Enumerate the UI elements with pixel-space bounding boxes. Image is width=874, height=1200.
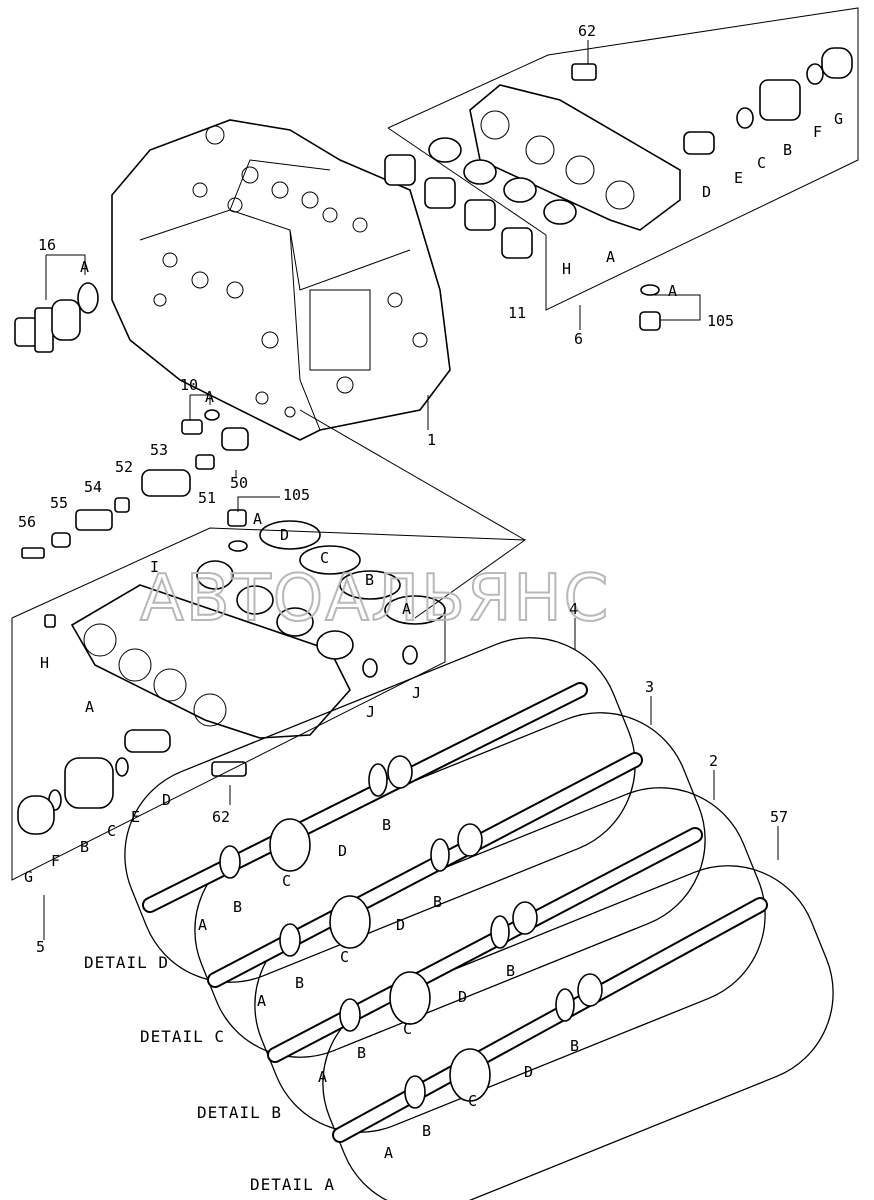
label-54: 54	[84, 478, 102, 496]
callout-B: B	[570, 1037, 579, 1055]
callout-B: B	[365, 571, 374, 589]
label-1: 1	[427, 431, 436, 449]
callout-C: C	[403, 1020, 412, 1038]
callout-C: C	[468, 1092, 477, 1110]
callout-D: D	[280, 526, 289, 544]
callout-B: B	[506, 962, 515, 980]
callout-D: D	[396, 916, 405, 934]
label-11: 11	[508, 304, 526, 322]
callout-A: A	[384, 1144, 393, 1162]
label-50: 50	[230, 474, 248, 492]
callout-I: I	[150, 558, 159, 576]
callout-A: A	[668, 282, 677, 300]
label-3: 3	[645, 678, 654, 696]
callout-B: B	[80, 838, 89, 856]
label-52: 52	[115, 458, 133, 476]
label-62-top: 62	[578, 22, 596, 40]
label-2: 2	[709, 752, 718, 770]
springs	[219, 755, 603, 1109]
label-55: 55	[50, 494, 68, 512]
callout-A: A	[253, 510, 262, 528]
callout-D: D	[162, 791, 171, 809]
label-16: 16	[38, 236, 56, 254]
part-6-cap-assembly	[384, 47, 853, 331]
callout-D: D	[702, 183, 711, 201]
detail-spool-3	[194, 712, 706, 1058]
callout-H: H	[562, 260, 571, 278]
watermark: АВТОАЛЬЯНС	[140, 562, 610, 636]
callout-H: H	[40, 654, 49, 672]
label-62-bot: 62	[212, 808, 230, 826]
callout-B: B	[433, 893, 442, 911]
callout-C: C	[282, 872, 291, 890]
callout-F: F	[51, 852, 60, 870]
callout-A: A	[402, 600, 411, 618]
callout-E: E	[131, 808, 140, 826]
callout-D: D	[338, 842, 347, 860]
callout-F: F	[813, 123, 822, 141]
valve-body	[111, 119, 451, 441]
callout-G: G	[834, 110, 843, 128]
callout-A: A	[80, 258, 89, 276]
callout-B: B	[422, 1122, 431, 1140]
label-4: 4	[569, 600, 578, 618]
callout-D: D	[458, 988, 467, 1006]
callout-C: C	[340, 948, 349, 966]
callout-B: B	[382, 816, 391, 834]
callout-B: B	[295, 974, 304, 992]
callout-C: C	[757, 154, 766, 172]
callout-G: G	[24, 868, 33, 886]
small-parts-50-56	[21, 409, 249, 559]
callout-B: B	[783, 141, 792, 159]
label-105-top: 105	[707, 312, 734, 330]
label-5: 5	[36, 938, 45, 956]
callout-E: E	[734, 169, 743, 187]
detail-a-title: DETAIL A	[250, 1175, 335, 1194]
callout-A: A	[85, 698, 94, 716]
part-5-cap-assembly	[17, 520, 446, 835]
detail-d-title: DETAIL D	[84, 953, 169, 972]
callout-A: A	[198, 916, 207, 934]
label-57: 57	[770, 808, 788, 826]
detail-spool-4	[124, 637, 636, 983]
label-51: 51	[198, 489, 216, 507]
callout-B: B	[233, 898, 242, 916]
label-6: 6	[574, 330, 583, 348]
label-53: 53	[150, 441, 168, 459]
callout-B: B	[357, 1044, 366, 1062]
part-16-plug	[14, 282, 99, 353]
label-10: 10	[180, 376, 198, 394]
detail-b-title: DETAIL B	[197, 1103, 282, 1122]
callout-J: J	[412, 684, 421, 702]
label-105-mid: 105	[283, 486, 310, 504]
callout-A: A	[205, 388, 214, 406]
label-56: 56	[18, 513, 36, 531]
callout-J: J	[366, 703, 375, 721]
callout-D: D	[524, 1063, 533, 1081]
callout-A: A	[257, 992, 266, 1010]
detail-c-title: DETAIL C	[140, 1027, 225, 1046]
leader-lines	[43, 40, 779, 940]
callout-C: C	[320, 549, 329, 567]
callout-A: A	[318, 1068, 327, 1086]
callout-A: A	[606, 248, 615, 266]
callout-C: C	[107, 822, 116, 840]
